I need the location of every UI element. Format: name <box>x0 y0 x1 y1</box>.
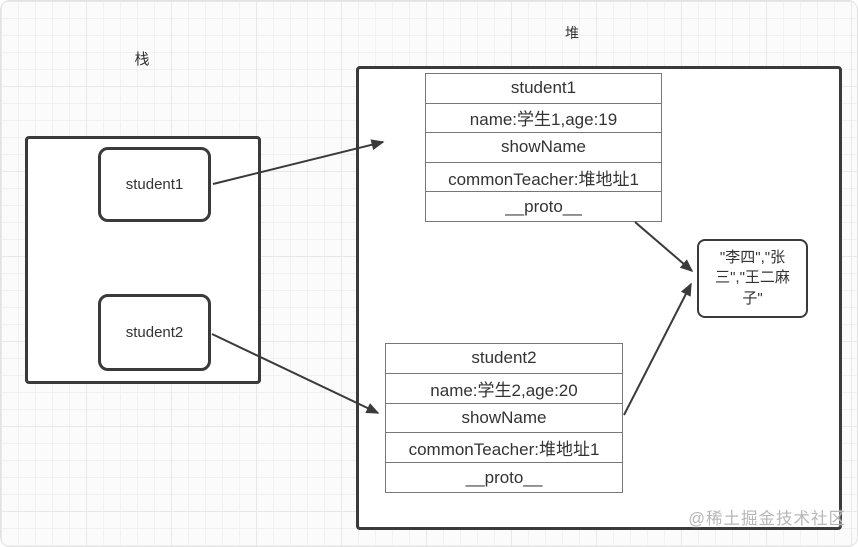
student2-showname-row: showName <box>386 404 622 434</box>
student2-commonteacher-row: commonTeacher:堆地址1 <box>386 433 622 464</box>
student1-props-row: name:学生1,age:19 <box>426 104 661 134</box>
student1-title-row: student1 <box>426 74 661 104</box>
student2-proto-row: __proto__ <box>465 467 543 487</box>
heap-object-student2: student2 name:学生2,age:20 showName common… <box>385 343 623 493</box>
stack-var-student1: student1 <box>98 147 211 222</box>
heap-shared-array-text: "李四","张三","王二麻子" <box>715 249 790 307</box>
student1-showname-row: showName <box>426 133 661 163</box>
student1-commonteacher-row: commonTeacher:堆地址1 <box>426 163 661 193</box>
heap-shared-array-box: "李四","张三","王二麻子" <box>697 239 808 318</box>
juejin-watermark: @稀土掘金技术社区 <box>688 510 846 528</box>
student2-title-row: student2 <box>386 344 622 374</box>
student2-props-row: name:学生2,age:20 <box>386 374 622 404</box>
stack-region-label: 栈 <box>134 51 150 68</box>
student1-proto-row: __proto__ <box>505 196 582 216</box>
heap-object-student1: student1 name:学生1,age:19 showName common… <box>425 73 662 222</box>
stack-var-student1-label: student1 <box>125 176 184 193</box>
heap-region-label: 堆 <box>565 25 579 41</box>
stack-var-student2-label: student2 <box>125 324 184 341</box>
stack-var-student2: student2 <box>98 294 211 371</box>
